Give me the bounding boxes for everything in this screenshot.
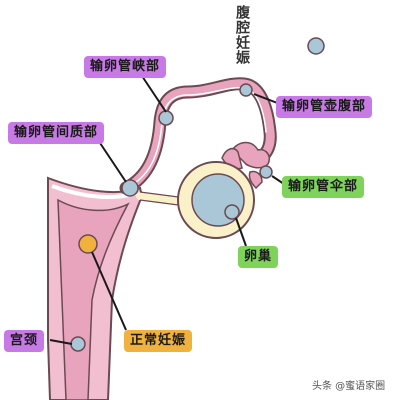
label-ampulla: 输卵管壶腹部 [276,96,373,118]
label-normal-pregnancy: 正常妊娠 [124,330,193,352]
site-marker-ampulla [239,83,253,97]
site-marker-isthmus [158,110,174,126]
watermark-text: 头条 @蜜语家圈 [312,381,386,392]
fallopian-tube-lumen [129,86,267,187]
site-marker-abdominal [307,37,325,55]
site-marker-cervix [70,336,86,352]
label-cervix: 宫颈 [4,330,45,352]
fallopian-tube-inner [121,79,275,193]
label-ovary: 卵巢 [238,246,279,268]
label-isthmus: 输卵管峡部 [84,56,167,78]
site-marker-ovary [224,204,240,220]
site-marker-normal [78,234,98,254]
label-interstitial: 输卵管间质部 [8,122,105,144]
site-marker-fimbria [259,165,273,179]
leader-lines [49,75,285,345]
site-marker-interstitial [121,179,139,197]
label-abdominal-pregnancy: 腹腔妊娠 [234,5,250,65]
label-fimbria: 输卵管伞部 [282,176,365,198]
